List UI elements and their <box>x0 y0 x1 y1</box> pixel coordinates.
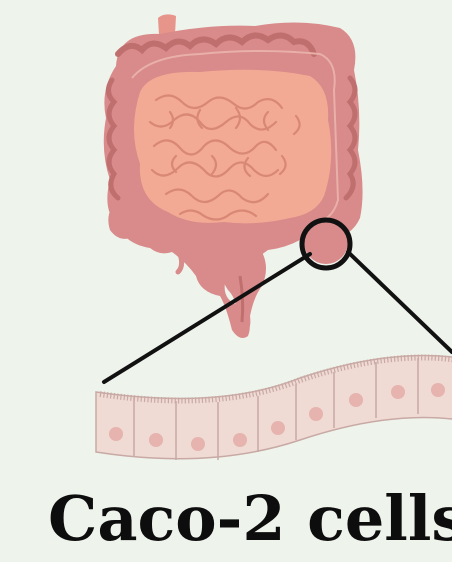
intestine-illustration-icon <box>104 22 363 338</box>
caption-title: Caco-2 cells <box>48 484 452 554</box>
epithelial-cell-layer-icon <box>96 356 452 461</box>
